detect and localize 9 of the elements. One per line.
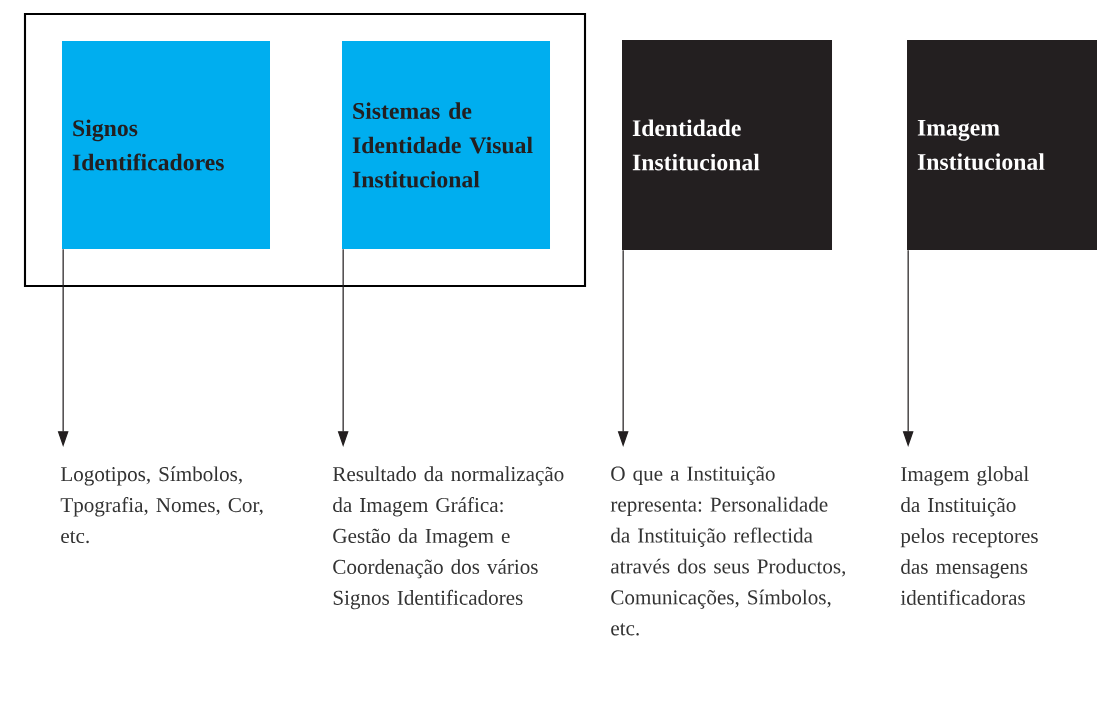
group-frame — [23, 12, 587, 288]
concept-box: Sistemas de Identidade Visual Institucional — [342, 41, 550, 249]
description-text: O que a Instituição representa: Personalidade da Instituição reflectida através dos seus Productos, Comunicações, Símbolos, etc. — [610, 466, 846, 636]
concept-box: Imagem Institucional — [907, 40, 1097, 250]
concept-box: Signos Identificadores — [62, 41, 270, 249]
description-text: Logotipos, Símbolos, Tpografia, Nomes, Cor, etc. — [60, 466, 263, 544]
concept-box: Identidade Institucional — [622, 40, 832, 250]
description-text: Imagem global da Instituição pelos receptores das mensagens identificadoras — [900, 466, 1038, 605]
description-text: Resultado da normalização da Imagem Gráfica: Gestão da Imagem e Coordenação dos vários Signos Identificadores — [332, 466, 564, 610]
